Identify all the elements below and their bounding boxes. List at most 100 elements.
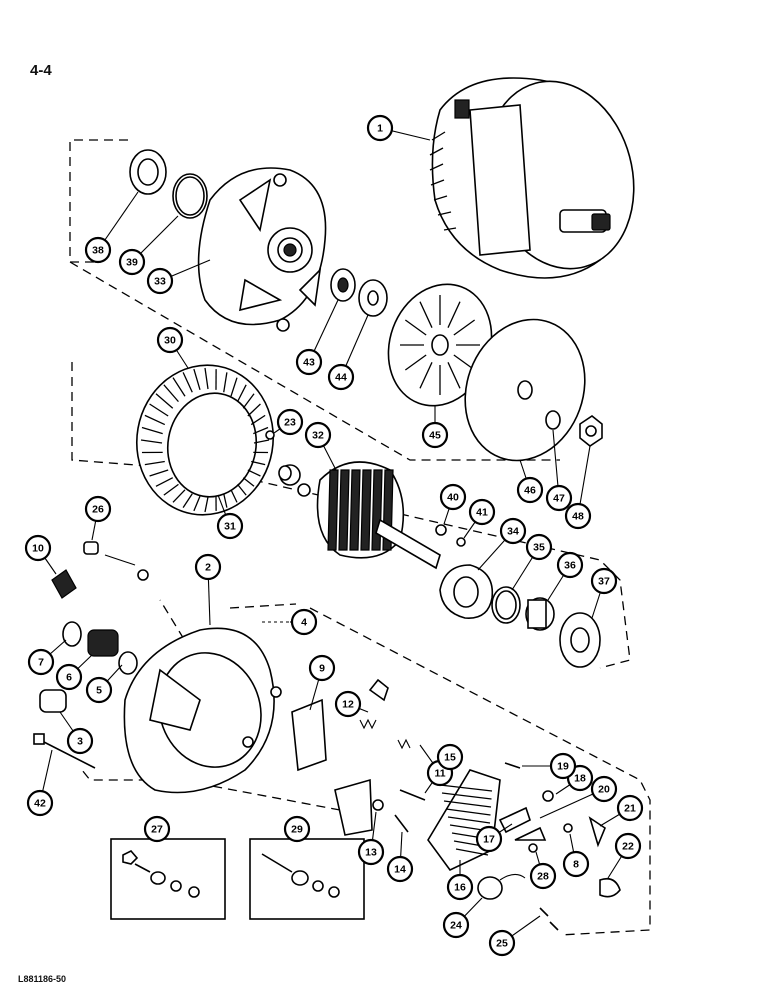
callout-number: 47 bbox=[553, 493, 565, 505]
seal-5 bbox=[118, 651, 138, 675]
callout-28: 28 bbox=[529, 862, 557, 890]
stud-washer bbox=[137, 569, 149, 581]
callout-number: 2 bbox=[205, 562, 211, 574]
callout-number: 27 bbox=[151, 824, 163, 836]
nut-28 bbox=[528, 843, 538, 853]
callout-circle bbox=[84, 495, 112, 523]
callout-4: 4 bbox=[290, 608, 318, 636]
callout-circle bbox=[55, 663, 83, 691]
callout-circle bbox=[334, 690, 362, 718]
callout-43: 43 bbox=[295, 348, 323, 376]
callout-labels: 1234567891011121314151617181920212223242… bbox=[24, 114, 644, 957]
callout-40: 40 bbox=[439, 483, 467, 511]
callout-number: 36 bbox=[564, 560, 576, 572]
strap-20 bbox=[514, 826, 547, 841]
callout-number: 37 bbox=[598, 576, 610, 588]
callout-circle bbox=[562, 850, 590, 878]
callout-circle bbox=[525, 533, 553, 561]
slip-ring-end-housing bbox=[123, 627, 282, 794]
callout-circle bbox=[146, 267, 174, 295]
callout-number: 4 bbox=[301, 617, 307, 629]
nut-18 bbox=[542, 790, 554, 802]
callout-29: 29 bbox=[283, 815, 311, 843]
brush-holder-12 bbox=[368, 678, 389, 702]
callout-25: 25 bbox=[488, 929, 516, 957]
strap-21 bbox=[588, 816, 606, 848]
callout-22: 22 bbox=[614, 832, 642, 860]
callout-number: 35 bbox=[533, 542, 545, 554]
callout-15: 15 bbox=[436, 743, 464, 771]
callout-number: 5 bbox=[96, 685, 102, 697]
callout-16: 16 bbox=[446, 873, 474, 901]
callout-number: 22 bbox=[622, 841, 634, 853]
callout-circle bbox=[84, 236, 112, 264]
callout-21: 21 bbox=[616, 794, 644, 822]
nut-26 bbox=[83, 541, 99, 555]
callout-48: 48 bbox=[564, 502, 592, 530]
terminal-boot-10 bbox=[51, 569, 77, 599]
callout-number: 1 bbox=[377, 123, 383, 135]
through-bolt bbox=[39, 739, 96, 769]
screw-25a bbox=[539, 907, 549, 917]
callout-circle bbox=[24, 534, 52, 562]
callout-number: 9 bbox=[319, 663, 325, 675]
callout-number: 25 bbox=[496, 938, 508, 950]
callout-number: 43 bbox=[303, 357, 315, 369]
callout-circle bbox=[357, 838, 385, 866]
callout-circle bbox=[564, 502, 592, 530]
callout-45: 45 bbox=[421, 421, 449, 449]
callout-circle bbox=[545, 484, 573, 512]
callout-14: 14 bbox=[386, 855, 414, 883]
callout-circle bbox=[308, 654, 336, 682]
callout-number: 13 bbox=[365, 847, 377, 859]
callout-34: 34 bbox=[499, 517, 527, 545]
callout-13: 13 bbox=[357, 838, 385, 866]
callout-8: 8 bbox=[562, 850, 590, 878]
callout-circle bbox=[614, 832, 642, 860]
callout-circle bbox=[475, 825, 503, 853]
washer-41 bbox=[456, 537, 466, 547]
callout-circle bbox=[529, 862, 557, 890]
stator bbox=[135, 364, 275, 516]
callout-number: 31 bbox=[224, 521, 236, 533]
callout-number: 46 bbox=[524, 485, 536, 497]
callout-number: 39 bbox=[126, 257, 138, 269]
callout-number: 21 bbox=[624, 803, 636, 815]
rotor-bearing-ring bbox=[278, 465, 292, 481]
callout-47: 47 bbox=[545, 484, 573, 512]
callout-circle bbox=[549, 752, 577, 780]
callout-1: 1 bbox=[366, 114, 394, 142]
alternator-assembly bbox=[429, 77, 635, 279]
callout-number: 3 bbox=[77, 736, 83, 748]
callout-circle bbox=[439, 483, 467, 511]
ring-7 bbox=[62, 621, 82, 647]
rotor bbox=[279, 461, 441, 570]
callout-35: 35 bbox=[525, 533, 553, 561]
lock-washer bbox=[545, 410, 561, 430]
callout-41: 41 bbox=[468, 498, 496, 526]
callout-circle bbox=[66, 727, 94, 755]
bracket-9 bbox=[291, 698, 327, 772]
callout-number: 11 bbox=[434, 768, 445, 780]
callout-number: 14 bbox=[394, 864, 406, 876]
callout-number: 10 bbox=[32, 543, 44, 555]
callout-2: 2 bbox=[194, 553, 222, 581]
terminal-17 bbox=[498, 806, 531, 834]
callout-number: 33 bbox=[154, 276, 166, 288]
callout-42: 42 bbox=[26, 789, 54, 817]
callout-circle bbox=[85, 676, 113, 704]
fan bbox=[387, 283, 493, 407]
callout-5: 5 bbox=[85, 676, 113, 704]
screw-15 bbox=[399, 789, 426, 801]
callout-circle bbox=[143, 815, 171, 843]
callout-30: 30 bbox=[156, 326, 184, 354]
callout-number: 15 bbox=[444, 752, 456, 764]
callout-46: 46 bbox=[516, 476, 544, 504]
callout-circle bbox=[327, 363, 355, 391]
callout-31: 31 bbox=[216, 512, 244, 540]
callout-33: 33 bbox=[146, 267, 174, 295]
screw-25b bbox=[549, 921, 559, 931]
kit-box-27 bbox=[110, 838, 226, 920]
callout-circle bbox=[26, 789, 54, 817]
callout-number: 41 bbox=[476, 507, 488, 519]
